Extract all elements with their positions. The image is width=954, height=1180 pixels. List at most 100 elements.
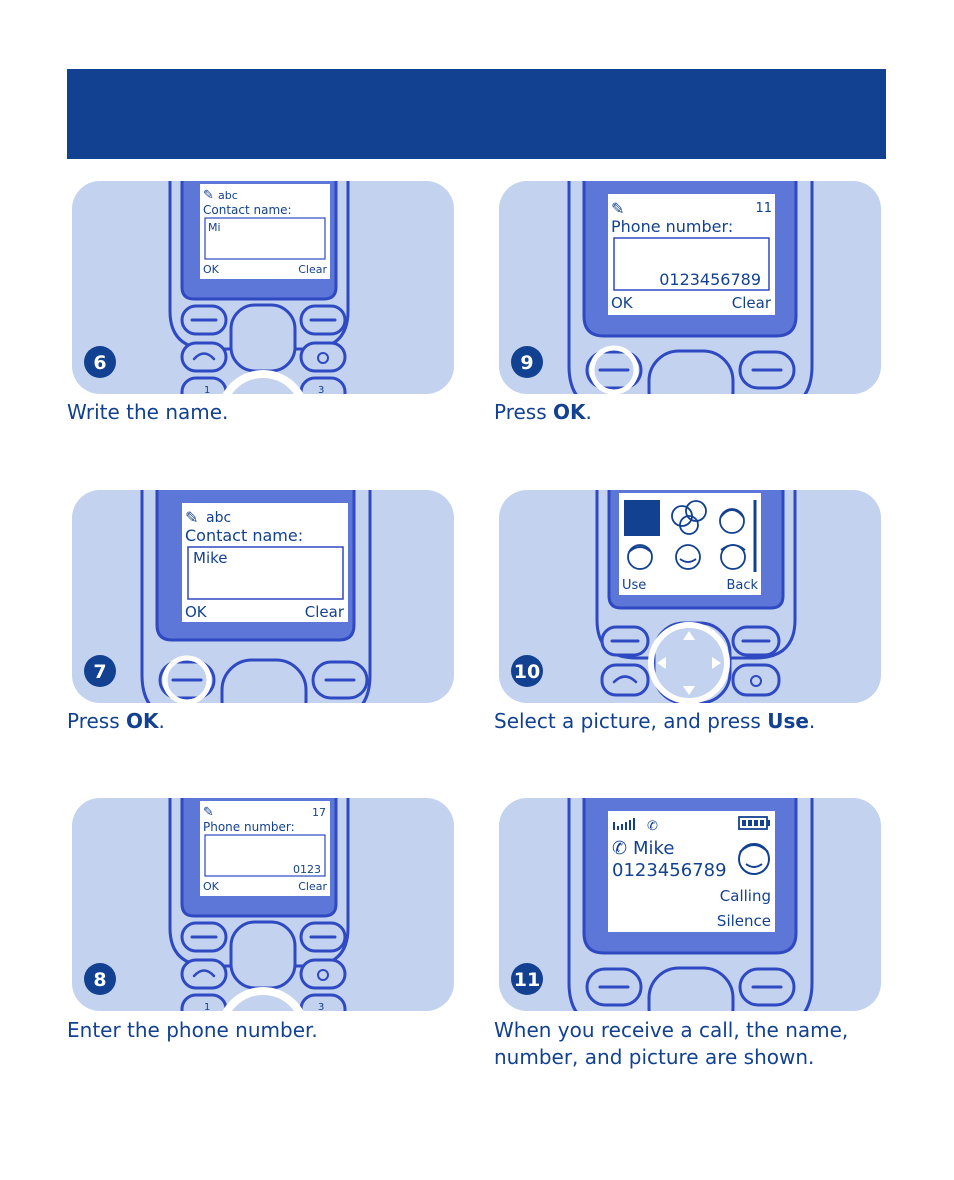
field-label: Phone number:	[611, 217, 733, 236]
caption-bold-text: Use	[767, 709, 809, 733]
field-value: 0123456789	[659, 270, 761, 289]
caption-text-end: .	[808, 709, 816, 733]
step-8-caption: Enter the phone number.	[67, 1017, 457, 1044]
step-7-caption: Press OK.	[67, 708, 457, 735]
step-9-illustration: ✎ 11 Phone number: 0123456789 OK Clear 9	[499, 181, 881, 394]
caption-text: When you receive a call, the name, numbe…	[494, 1018, 849, 1069]
caption-text: Press	[67, 709, 126, 733]
press-highlight-ring	[222, 987, 304, 1011]
step-11-caption: When you receive a call, the name, numbe…	[494, 1017, 884, 1071]
pen-icon: ✎	[611, 199, 624, 218]
step-11-illustration: ✆ ✆ Mike 0123456789 Calling Silence 11	[499, 798, 881, 1011]
caption-text: Write the name.	[67, 400, 229, 424]
step-number: 8	[93, 969, 106, 991]
end-key	[731, 663, 781, 697]
caller-picture	[738, 843, 770, 875]
phone-illustration: ✆ ✆ Mike 0123456789 Calling Silence 11	[511, 798, 814, 1011]
phone-illustration: ✎ 11 Phone number: 0123456789 OK Clear 9	[511, 181, 814, 394]
step-number-badge: 6	[84, 346, 116, 378]
field-value: 0123	[293, 863, 321, 876]
step-number: 9	[520, 352, 533, 374]
caption-text-end: .	[158, 709, 165, 733]
softkey-clear-label: Clear	[298, 880, 327, 893]
press-highlight-ring	[162, 655, 212, 703]
step-8-illustration: ✎ 17 Phone number: 0123 OK Clear 1 3 8	[72, 798, 454, 1011]
text-field	[613, 237, 770, 291]
input-mode-label: abc	[218, 189, 238, 202]
caller-number: 0123456789	[612, 860, 727, 881]
navi-key	[647, 966, 735, 1011]
navi-key	[647, 349, 735, 394]
key-3-label: 3	[318, 385, 324, 394]
step-number: 11	[514, 969, 540, 991]
caption-bold-text: OK	[126, 709, 159, 733]
navi-arrows	[657, 631, 721, 695]
softkey-ok-label: OK	[185, 603, 208, 621]
section-header-bar	[67, 69, 886, 159]
key-1-label: 1	[204, 385, 210, 394]
field-label: Phone number:	[203, 820, 295, 834]
softkey-ok-label: OK	[203, 880, 220, 893]
caption-text: Enter the phone number.	[67, 1018, 318, 1042]
phone-illustration: Use Back 10	[511, 490, 797, 703]
step-number-badge: 8	[84, 963, 116, 995]
step-number-badge: 7	[84, 655, 116, 687]
text-field	[204, 834, 326, 877]
pen-icon: ✎	[203, 805, 214, 820]
step-9-caption: Press OK.	[494, 399, 884, 426]
press-highlight-ring	[222, 370, 304, 394]
softkey-clear-label: Clear	[732, 294, 772, 312]
softkey-clear-label: Clear	[305, 603, 345, 621]
text-field	[187, 546, 344, 600]
caption-text: Select a picture, and press	[494, 709, 768, 733]
field-label: Contact name:	[185, 526, 303, 545]
step-10-caption: Select a picture, and press Use.	[494, 708, 884, 735]
softkey-ok-label: OK	[611, 294, 634, 312]
caption-text-end: .	[585, 400, 592, 424]
navi-key	[229, 303, 297, 373]
avatar-pictures	[627, 500, 746, 570]
end-key	[299, 958, 347, 990]
phone-illustration: ✎ 17 Phone number: 0123 OK Clear 1 3 8	[84, 798, 350, 1011]
field-label: Contact name:	[203, 203, 292, 217]
step-6-illustration: ✎ abc Contact name: Mi OK Clear 1 3 6	[72, 181, 454, 394]
step-7-illustration: ✎ abc Contact name: Mike OK Clear 7	[72, 490, 454, 703]
softkey-silence-label: Silence	[717, 912, 771, 930]
phone-illustration: ✎ abc Contact name: Mi OK Clear 1 3 6	[84, 181, 350, 394]
call-key	[180, 958, 228, 990]
char-counter: 17	[312, 806, 326, 819]
pen-icon: ✎	[203, 188, 214, 203]
key-1-label: 1	[204, 1002, 210, 1011]
caller-name: Mike	[633, 838, 674, 859]
step-10-illustration: Use Back 10	[499, 490, 881, 703]
input-mode-label: abc	[206, 510, 231, 526]
caption-bold-text: OK	[553, 400, 586, 424]
navi-key	[220, 658, 308, 703]
softkey-clear-label: Clear	[298, 263, 327, 276]
call-status: Calling	[720, 887, 771, 905]
softkey-ok-label: OK	[203, 263, 220, 276]
battery-icon	[738, 816, 770, 830]
call-icon: ✆	[612, 838, 627, 859]
char-counter: 11	[755, 201, 772, 216]
end-key	[299, 341, 347, 373]
softkey-back-label: Back	[726, 578, 758, 593]
field-value: Mi	[208, 221, 221, 234]
press-highlight-ring	[648, 622, 730, 703]
press-highlight-ring	[589, 345, 639, 394]
signal-strength-icon	[613, 818, 635, 830]
selected-picture	[624, 500, 660, 536]
key-3-label: 3	[318, 1002, 324, 1011]
pen-icon: ✎	[185, 508, 198, 527]
step-number: 6	[93, 352, 106, 374]
text-field	[204, 217, 326, 260]
field-value: Mike	[193, 549, 228, 567]
step-number: 7	[93, 661, 106, 683]
step-6-caption: Write the name.	[67, 399, 457, 426]
step-number-badge: 11	[511, 963, 543, 995]
call-key	[600, 663, 650, 697]
softkey-use-label: Use	[622, 578, 646, 593]
step-number: 10	[514, 661, 540, 683]
navi-key	[229, 920, 297, 990]
phone-icon: ✆	[647, 819, 658, 834]
